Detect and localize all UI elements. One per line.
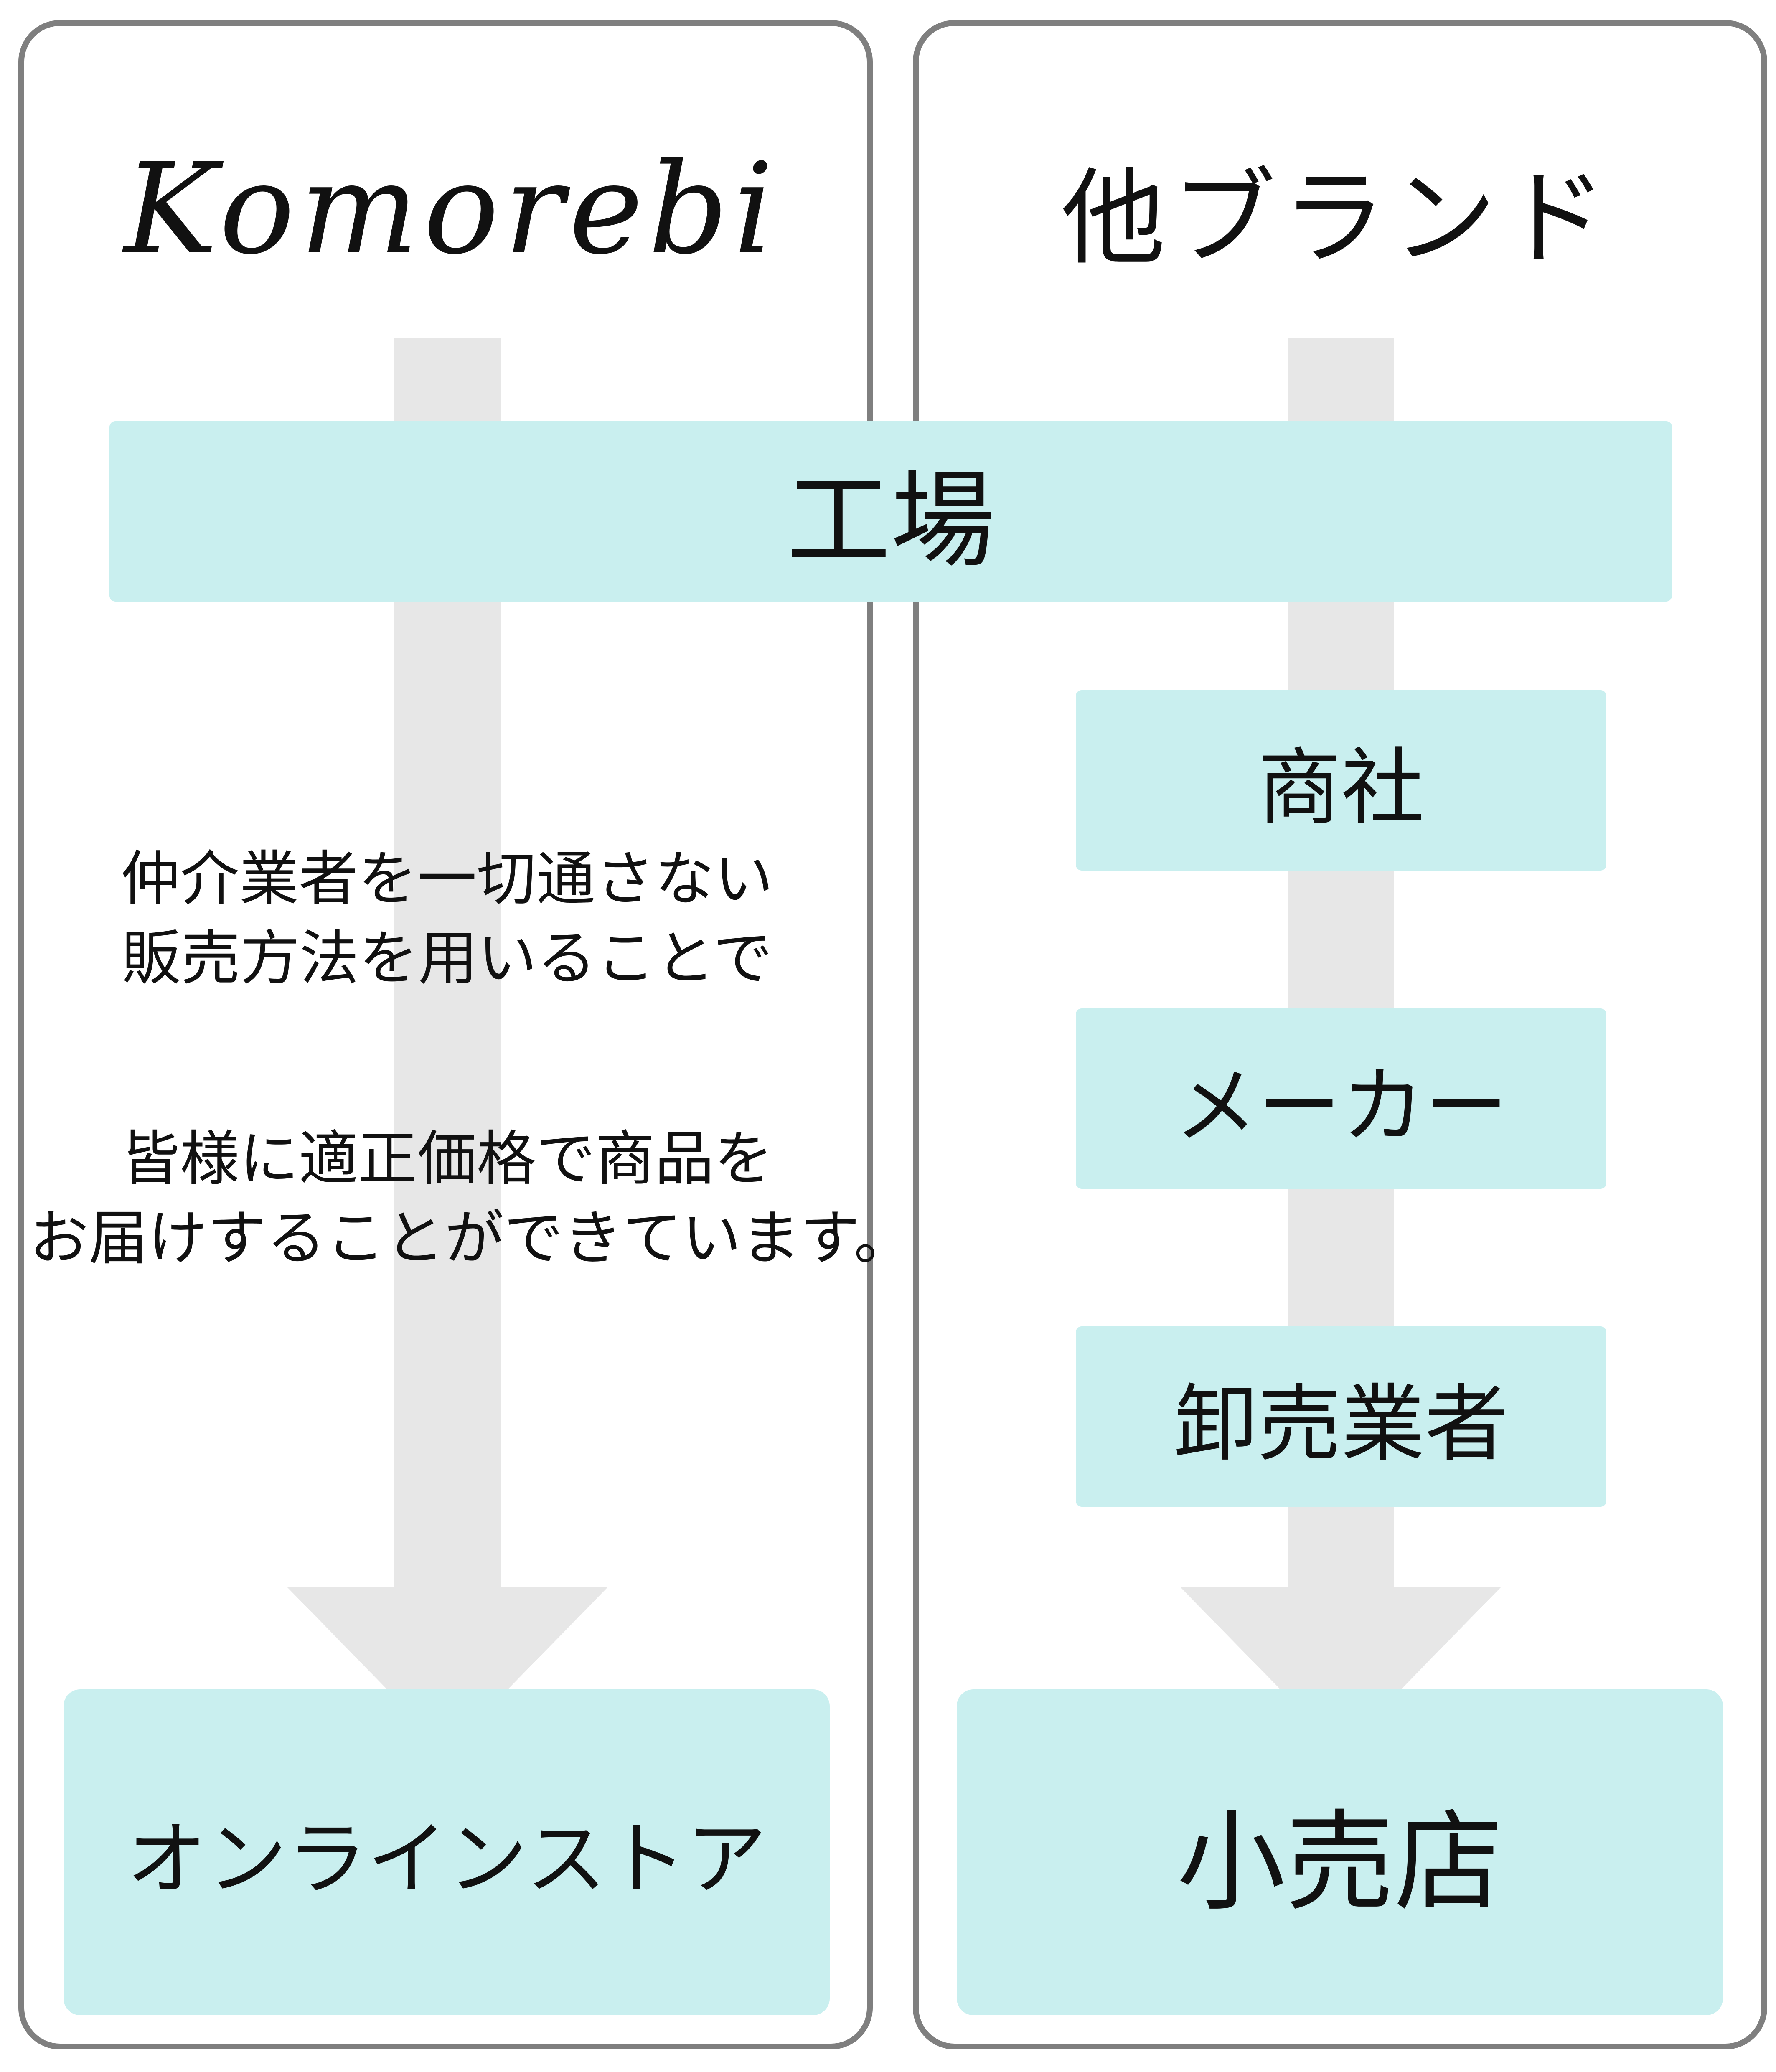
description-line: 仲介業者を一切通さない [121,845,773,914]
description-line: 販売方法を用いることで [122,924,772,993]
komorebi-flow-arrow [287,338,608,1698]
factory-label: 工場 [786,460,995,581]
description-line: お届けすることができています。 [29,1204,913,1273]
maker-label: メーカー [1174,1058,1508,1155]
wholesaler-box: 卸売業者 [1076,1326,1606,1507]
komorebi-description-1: 仲介業者を一切通さない 販売方法を用いることで [29,840,865,998]
komorebi-description-2: 皆様に適正価格で商品を お届けすることができています。 [29,1120,913,1278]
description-line: 皆様に適正価格で商品を [121,1125,773,1193]
retail-store-box: 小売店 [957,1689,1723,2015]
factory-box: 工場 [109,421,1672,602]
online-store-label: オンラインストア [126,1813,767,1906]
online-store-box: オンラインストア [64,1689,830,2015]
maker-box: メーカー [1076,1008,1606,1189]
komorebi-logo: Komorebi [124,136,779,282]
trading-company-label: 商社 [1257,739,1425,837]
wholesaler-label: 卸売業者 [1174,1376,1508,1473]
other-brand-title: 他ブランド [1061,157,1613,279]
trading-company-box: 商社 [1076,690,1606,871]
retail-store-label: 小売店 [1177,1799,1503,1926]
